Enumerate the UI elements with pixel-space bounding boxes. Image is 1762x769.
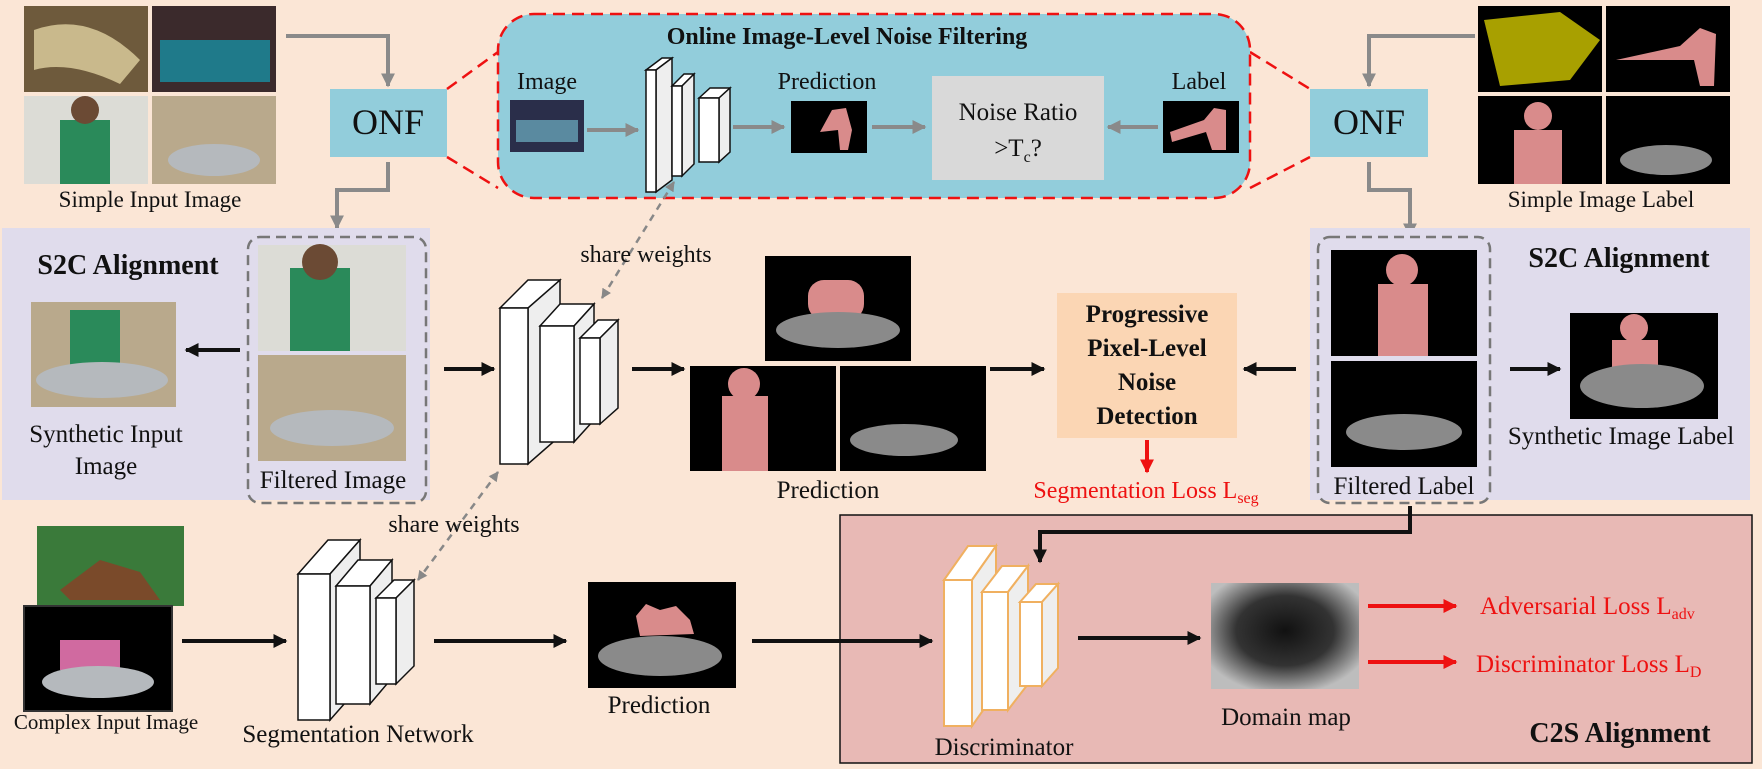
arrow-onf-to-filtered-label [1367, 162, 1417, 238]
synthetic-input-line2: Image [75, 453, 137, 480]
arrow-input-to-onf [286, 34, 395, 88]
simple-image-label-grid [1478, 6, 1730, 184]
red-dashed-connector-right-top [1249, 50, 1311, 91]
arrow-filtered-label-to-discriminator [1033, 506, 1412, 564]
simple-input-image-grid [24, 6, 276, 184]
segmentation-loss-label: Segmentation Loss Lseg [1033, 478, 1258, 507]
onf-right-box [1310, 89, 1428, 157]
onf-right-label: ONF [1333, 102, 1405, 142]
top-label-label: Label [1172, 69, 1227, 95]
synthetic-image-label-caption: Synthetic Image Label [1508, 423, 1734, 450]
bottom-segmentation-network-icon [296, 538, 416, 722]
arrow-label-to-onf [1362, 34, 1475, 88]
arrow-onf-to-filtered-image [330, 162, 390, 230]
progressive-line2: Pixel-Level [1087, 335, 1206, 362]
domain-map-image [1211, 583, 1359, 689]
top-prediction-label: Prediction [778, 69, 877, 95]
share-weights-bottom-label: share weights [388, 512, 519, 538]
noise-filtering-title: Online Image-Level Noise Filtering [667, 24, 1028, 50]
middle-prediction-label: Prediction [777, 477, 880, 504]
progressive-detection-box [1057, 293, 1237, 438]
share-weights-bottom-arrow [416, 471, 500, 581]
adversarial-loss-label: Adversarial Loss Ladv [1480, 593, 1695, 623]
progressive-line3: Noise [1118, 369, 1176, 396]
discriminator-label: Discriminator [935, 734, 1075, 761]
filtered-label-caption: Filtered Label [1334, 473, 1475, 500]
middle-segmentation-network-icon [498, 278, 620, 466]
s2c-left-title: S2C Alignment [37, 250, 219, 281]
domain-map-label: Domain map [1221, 704, 1351, 731]
discriminator-network-icon [942, 542, 1061, 730]
red-dashed-connector-left-bottom [446, 155, 499, 190]
filtered-label-dashed-box [1316, 235, 1492, 505]
complex-input-image-label: Complex Input Image [14, 710, 198, 734]
top-image-label: Image [517, 69, 577, 95]
progressive-line4: Detection [1096, 403, 1197, 430]
filtered-image-dashed-box [246, 235, 428, 505]
progressive-line1: Progressive [1086, 301, 1209, 328]
red-dashed-connector-right-bottom [1249, 155, 1311, 190]
simple-image-label-caption: Simple Image Label [1508, 187, 1695, 212]
simple-input-image-label: Simple Input Image [59, 187, 242, 212]
segmentation-network-label: Segmentation Network [242, 721, 474, 748]
c2s-alignment-title: C2S Alignment [1529, 718, 1711, 749]
share-weights-top-arrow [600, 181, 676, 299]
red-dashed-connector-left-top [446, 50, 499, 91]
noise-ratio-line1: Noise Ratio [959, 99, 1078, 126]
noise-ratio-line2: >Tc? [994, 135, 1042, 166]
bottom-prediction-label: Prediction [608, 692, 711, 719]
synthetic-input-line1: Synthetic Input [29, 421, 183, 448]
noise-ratio-box [932, 76, 1104, 180]
share-weights-top-label: share weights [580, 242, 711, 268]
filtered-image-label: Filtered Image [260, 467, 406, 494]
discriminator-loss-label: Discriminator Loss LD [1476, 651, 1701, 681]
top-network-icon [643, 56, 732, 194]
onf-left-box [330, 89, 447, 157]
s2c-right-title: S2C Alignment [1528, 243, 1710, 274]
onf-left-label: ONF [352, 102, 424, 142]
